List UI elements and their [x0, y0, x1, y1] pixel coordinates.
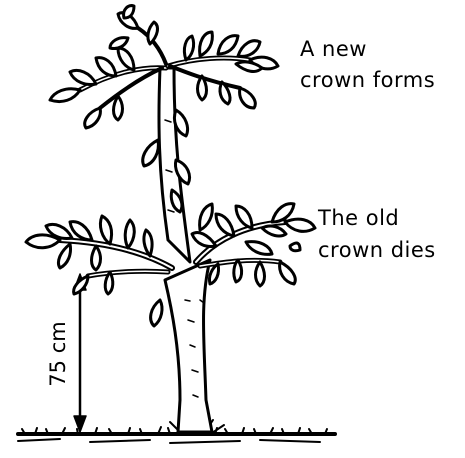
height-measure-label: 75 cm — [46, 318, 70, 390]
old-crown-label-line2: crown dies — [318, 237, 436, 263]
height-arrow — [74, 274, 86, 432]
ground — [18, 419, 335, 443]
new-crown-label-line1: A new — [300, 36, 367, 62]
lower-trunk — [165, 260, 212, 432]
height-measure-text: 75 cm — [46, 321, 70, 386]
new-crown-label-line2: crown forms — [300, 67, 435, 93]
old-crown-label-line1: The old — [318, 205, 399, 231]
